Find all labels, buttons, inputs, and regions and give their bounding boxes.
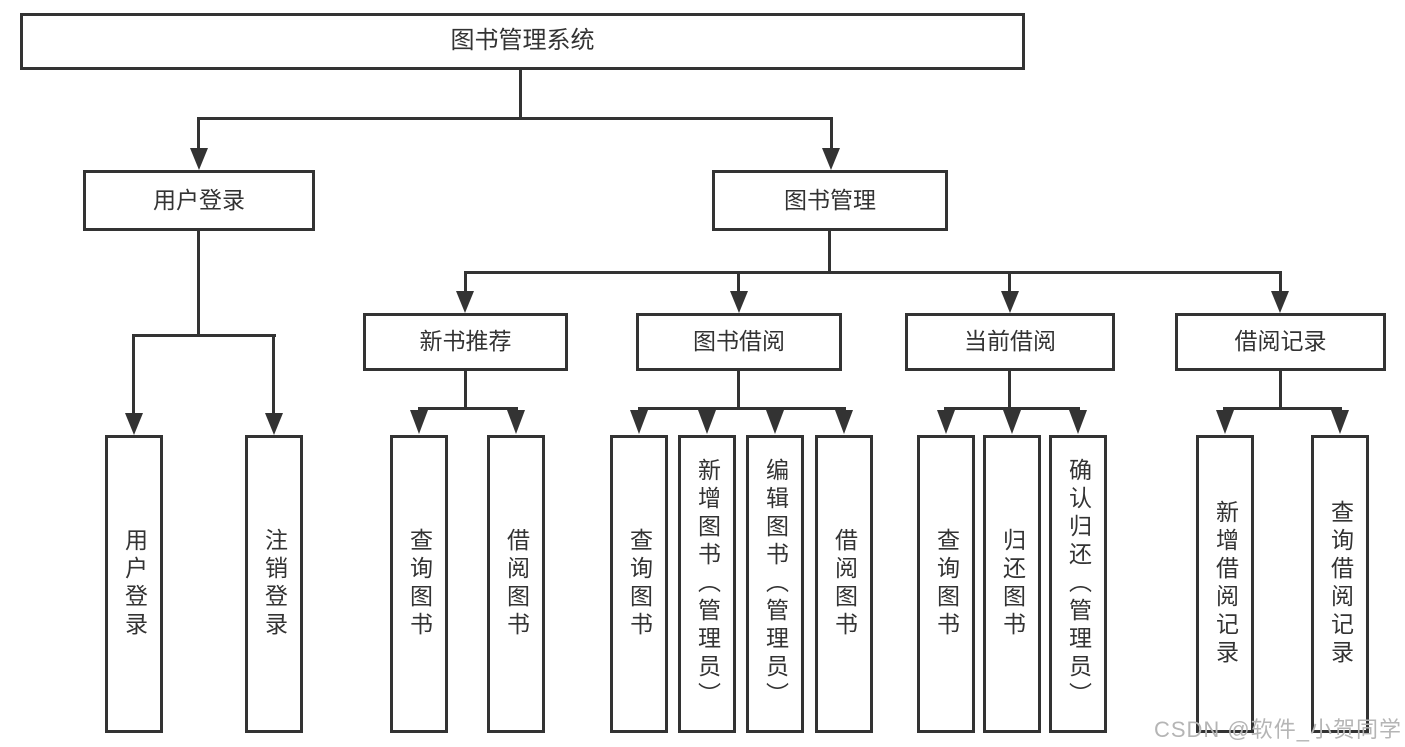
arrowhead-down-icon bbox=[835, 410, 853, 434]
leaf-borrow-books-recommend: 借阅图书 bbox=[487, 435, 545, 733]
connector-stem bbox=[1279, 371, 1282, 408]
leaf-edit-book-admin: 编辑图书（管理员） bbox=[746, 435, 804, 733]
leaf-borrow-books: 借阅图书 bbox=[815, 435, 873, 733]
leaf-add-book-admin: 新增图书（管理员） bbox=[678, 435, 736, 733]
leaf-label: 借阅图书 bbox=[831, 528, 858, 640]
node-user-login: 用户登录 bbox=[83, 170, 315, 231]
connector-drop bbox=[1279, 271, 1282, 293]
arrowhead-down-icon bbox=[507, 410, 525, 434]
leaf-add-borrow-record: 新增借阅记录 bbox=[1196, 435, 1254, 733]
arrowhead-down-icon bbox=[1001, 291, 1019, 313]
watermark: CSDN @软件_小贺同学 bbox=[1153, 717, 1402, 742]
connector-drop bbox=[737, 271, 740, 293]
leaf-label: 查询图书 bbox=[406, 528, 433, 640]
arrowhead-down-icon bbox=[630, 410, 648, 434]
connector-root-stem bbox=[519, 70, 522, 118]
leaf-label: 借阅图书 bbox=[503, 528, 530, 640]
connector-level3-rail bbox=[464, 271, 1282, 274]
connector-drop-user-login bbox=[197, 117, 200, 151]
leaf-label: 新增借阅记录 bbox=[1212, 500, 1239, 668]
connector-rail bbox=[638, 407, 846, 410]
node-label: 图书借阅 bbox=[693, 328, 785, 355]
node-label: 新书推荐 bbox=[419, 328, 512, 355]
arrowhead-down-icon bbox=[1271, 291, 1289, 313]
leaf-label: 查询图书 bbox=[626, 528, 653, 640]
node-label: 图书管理 bbox=[784, 186, 876, 213]
node-new-book-recommendation: 新书推荐 bbox=[363, 313, 568, 371]
leaf-label: 查询借阅记录 bbox=[1327, 500, 1354, 668]
leaf-return-books: 归还图书 bbox=[983, 435, 1041, 733]
connector-stem bbox=[1008, 371, 1011, 408]
arrowhead-down-icon bbox=[937, 410, 955, 434]
node-label: 借阅记录 bbox=[1234, 328, 1327, 355]
leaf-label: 新增图书（管理员） bbox=[694, 458, 721, 710]
arrowhead-down-icon bbox=[1003, 410, 1021, 434]
node-label: 图书管理系统 bbox=[450, 27, 595, 55]
node-label: 用户登录 bbox=[153, 186, 245, 213]
connector-user-login-rail bbox=[132, 334, 276, 337]
connector-stem bbox=[464, 371, 467, 408]
leaf-user-login: 用户登录 bbox=[105, 435, 163, 733]
arrowhead-down-icon bbox=[698, 410, 716, 434]
connector-drop bbox=[272, 334, 275, 414]
arrowhead-down-icon bbox=[190, 148, 208, 170]
connector-drop-book-management bbox=[830, 117, 833, 151]
arrowhead-down-icon bbox=[822, 148, 840, 170]
leaf-label: 确认归还（管理员） bbox=[1065, 458, 1092, 710]
connector-drop bbox=[464, 271, 467, 293]
leaf-label: 归还图书 bbox=[999, 528, 1026, 640]
connector-level2-rail bbox=[197, 117, 833, 120]
connector-user-login-stem bbox=[197, 231, 200, 334]
node-label: 当前借阅 bbox=[964, 328, 1056, 355]
connector-rail bbox=[944, 407, 1080, 410]
leaf-query-books-borrowing: 查询图书 bbox=[610, 435, 668, 733]
connector-book-management-stem bbox=[828, 231, 831, 272]
node-book-borrowing: 图书借阅 bbox=[636, 313, 842, 371]
leaf-label: 查询图书 bbox=[933, 528, 960, 640]
arrowhead-down-icon bbox=[1216, 410, 1234, 434]
arrowhead-down-icon bbox=[125, 413, 143, 435]
arrowhead-down-icon bbox=[410, 410, 428, 434]
arrowhead-down-icon bbox=[766, 410, 784, 434]
node-borrowing-records: 借阅记录 bbox=[1175, 313, 1386, 371]
arrowhead-down-icon bbox=[265, 413, 283, 435]
leaf-query-books-current: 查询图书 bbox=[917, 435, 975, 733]
connector-drop bbox=[1008, 271, 1011, 293]
leaf-query-books-recommend: 查询图书 bbox=[390, 435, 448, 733]
leaf-label: 用户登录 bbox=[121, 528, 148, 640]
leaf-query-borrow-record: 查询借阅记录 bbox=[1311, 435, 1369, 733]
arrowhead-down-icon bbox=[456, 291, 474, 313]
leaf-logout: 注销登录 bbox=[245, 435, 303, 733]
connector-drop bbox=[132, 334, 135, 414]
connector-rail bbox=[418, 407, 518, 410]
arrowhead-down-icon bbox=[730, 291, 748, 313]
arrowhead-down-icon bbox=[1069, 410, 1087, 434]
leaf-label: 注销登录 bbox=[261, 528, 288, 640]
leaf-confirm-return-admin: 确认归还（管理员） bbox=[1049, 435, 1107, 733]
connector-rail bbox=[1223, 407, 1342, 410]
node-library-management-system: 图书管理系统 bbox=[20, 13, 1025, 70]
node-book-management: 图书管理 bbox=[712, 170, 948, 231]
connector-stem bbox=[737, 371, 740, 408]
node-current-borrowing: 当前借阅 bbox=[905, 313, 1115, 371]
arrowhead-down-icon bbox=[1331, 410, 1349, 434]
leaf-label: 编辑图书（管理员） bbox=[762, 458, 789, 710]
